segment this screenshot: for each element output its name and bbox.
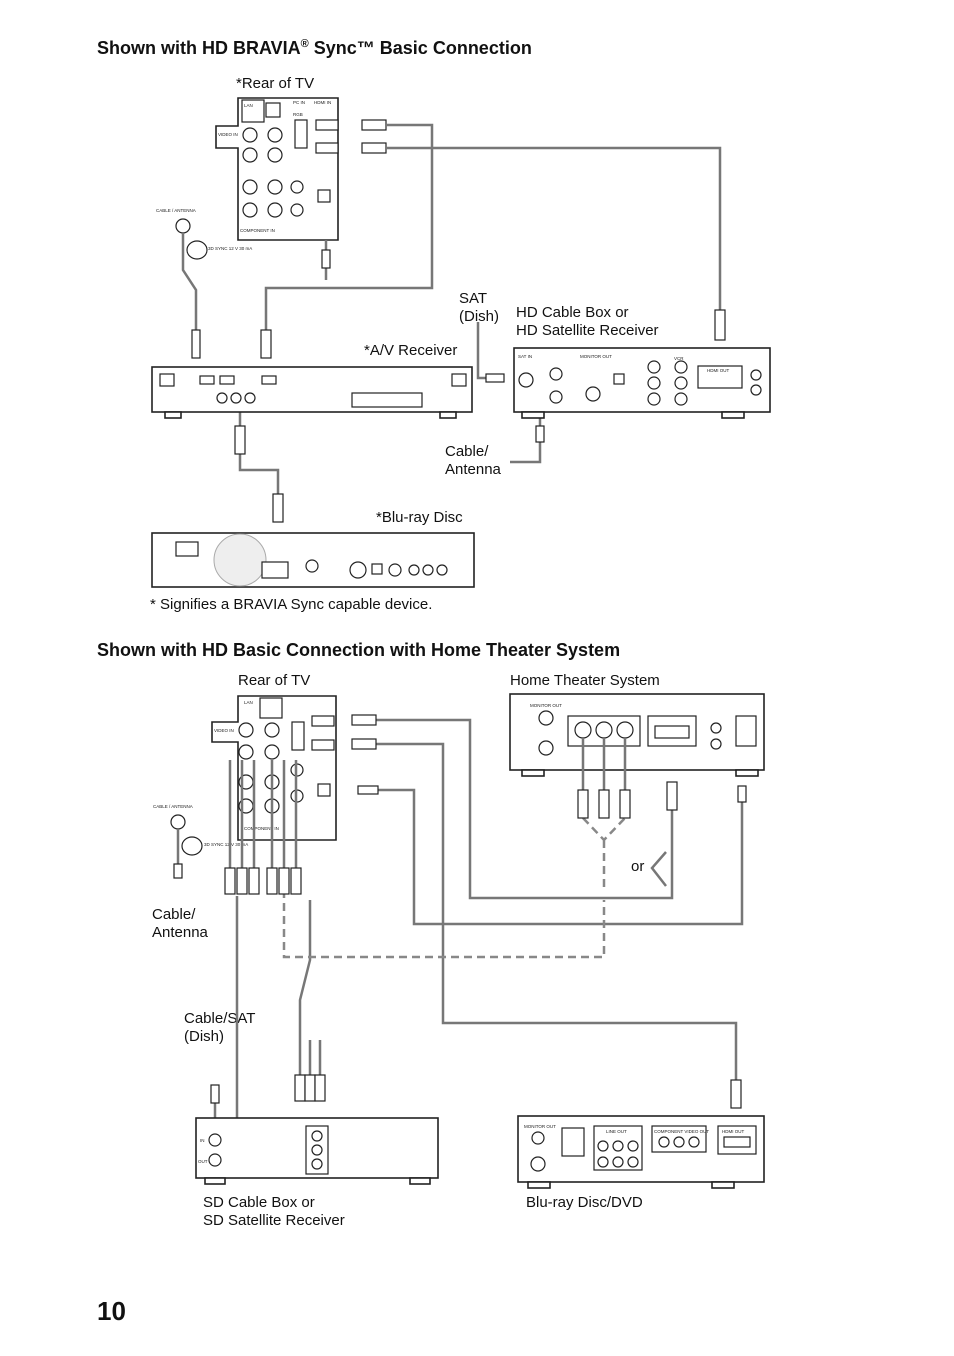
component-in-label-2: COMPONENT IN <box>244 826 279 831</box>
section1-heading-suffix: Sync™ Basic Connection <box>308 38 532 58</box>
sd-cable-box-device: IN OUT <box>195 1117 439 1185</box>
vcr-label: VCR <box>674 356 684 361</box>
out-label: OUT <box>198 1159 208 1164</box>
dashed-alt-2 <box>282 890 606 959</box>
hdmi-in-label: HDMI IN <box>314 100 331 105</box>
registered-mark: ® <box>300 38 309 50</box>
label-bluray-1: *Blu-ray Disc <box>376 509 463 526</box>
s2-plugs-rca-ht <box>577 781 747 819</box>
sync-label-2: 3D SYNC 12 V 30 mA <box>204 842 248 847</box>
component-video-out-label: COMPONENT VIDEO OUT <box>654 1129 709 1134</box>
plug-sat <box>485 373 505 383</box>
cable-antenna-to-receiver <box>181 233 198 330</box>
label-rear-of-tv-2: Rear of TV <box>238 672 311 689</box>
label-bluray-dvd: Blu-ray Disc/DVD <box>526 1194 643 1211</box>
cable-s2-ht-rca <box>581 738 627 790</box>
cable-s2-optical-tv-to-ht <box>378 788 744 926</box>
plug-optical-1 <box>321 249 331 269</box>
cable-hdmi-tv-to-receiver <box>264 123 434 330</box>
cable-s2-comp-right <box>270 760 298 870</box>
home-theater-device: MONITOR OUT <box>509 693 765 777</box>
cable-antenna-jack-1: CABLE / ANTENNA 3D SYNC 12 V 30 mA <box>156 208 252 260</box>
plug-hdmi-receiver-out <box>234 425 246 455</box>
cable-antenna-jack-label-2: CABLE / ANTENNA <box>153 804 193 809</box>
sync-label-1: 3D SYNC 12 V 30 mA <box>208 246 252 251</box>
cable-antenna-cablebox <box>510 440 542 464</box>
section2-heading: Shown with HD Basic Connection with Home… <box>97 640 621 660</box>
plug-hdmi-cablebox <box>714 309 726 341</box>
s2-plug-hdmi-tv <box>351 714 379 795</box>
av-receiver-device <box>151 366 473 419</box>
cable-s2-sd-rca <box>298 900 322 1085</box>
monitor-out-label-2: MONITOR OUT <box>530 703 562 708</box>
label-or: or <box>631 858 645 875</box>
bluray-dvd-device: MONITOR OUT LINE OUT COMPONENT VIDEO OUT… <box>517 1115 765 1189</box>
lan-label: LAN <box>244 103 253 108</box>
cable-s2-hdmi-tv-to-bluray <box>376 742 738 1080</box>
monitor-out-label-1: MONITOR OUT <box>580 354 612 359</box>
footnote: * Signifies a BRAVIA Sync capable device… <box>150 596 433 613</box>
video-in-label-2: VIDEO IN <box>214 728 234 733</box>
section1-heading-prefix: Shown with HD BRAVIA <box>97 38 301 58</box>
in-label: IN <box>200 1138 205 1143</box>
hd-cable-box-device: SAT IN MONITOR OUT VCR HDMI OUT <box>513 347 771 419</box>
cable-s2-comp-left <box>228 760 256 870</box>
page-number: 10 <box>97 1296 126 1326</box>
bluray-device-1 <box>151 532 475 588</box>
pc-in-label: PC IN <box>293 100 305 105</box>
plug-coax-receiver <box>191 329 201 359</box>
cable-antenna-jack-2: CABLE / ANTENNA 3D SYNC 12 V 30 mA <box>153 804 248 856</box>
plug-hdmi-receiver <box>260 329 272 359</box>
cable-sat-dish <box>476 322 490 380</box>
hdmi-plug-tv-1 <box>361 119 387 154</box>
tv-rear-panel-1: LAN VIDEO IN PC IN RGB HDMI IN COMPONENT… <box>215 97 339 241</box>
video-in-label: VIDEO IN <box>218 132 238 137</box>
label-av-receiver: *A/V Receiver <box>364 342 458 359</box>
cable-antenna-jack-label-1: CABLE / ANTENNA <box>156 208 196 213</box>
label-home-theater: Home Theater System <box>510 672 660 689</box>
cable-hdmi-receiver-to-bluray <box>238 412 280 494</box>
plug-hdmi-bluray-in <box>272 493 284 523</box>
cable-s2-hdmi-tv-to-ht <box>376 718 674 900</box>
line-out-label: LINE OUT <box>606 1129 627 1134</box>
hdmi-out-label-3: HDMI OUT <box>722 1129 744 1134</box>
plug-antenna-cablebox <box>535 425 545 443</box>
label-cable-antenna-2: Cable/ Antenna <box>152 906 208 941</box>
lan-label-2: LAN <box>244 700 253 705</box>
cable-hdmi-tv-to-cablebox <box>386 146 722 310</box>
or-bracket <box>650 851 667 887</box>
label-rear-of-tv-1: *Rear of TV <box>236 75 315 92</box>
cable-s2-sd-to-tv <box>235 896 300 1137</box>
label-sat-dish-1: SAT (Dish) <box>459 290 499 325</box>
component-in-label-1: COMPONENT IN <box>240 228 275 233</box>
section1-heading: Shown with HD BRAVIA® Sync™ Basic Connec… <box>97 38 532 59</box>
sat-in-label: SAT IN <box>518 354 532 359</box>
label-hd-cable-box: HD Cable Box or HD Satellite Receiver <box>516 304 659 339</box>
dashed-alt-1 <box>582 817 626 892</box>
monitor-out-label-3: MONITOR OUT <box>524 1124 556 1129</box>
label-cable-antenna-1: Cable/ Antenna <box>445 443 501 478</box>
hdmi-out-label-1: HDMI OUT <box>707 368 729 373</box>
s2-plugs-sd <box>210 1074 742 1109</box>
s2-plugs-rca-tv <box>173 863 302 895</box>
label-sd-cable-box: SD Cable Box or SD Satellite Receiver <box>203 1194 345 1229</box>
rgb-label: RGB <box>293 112 303 117</box>
